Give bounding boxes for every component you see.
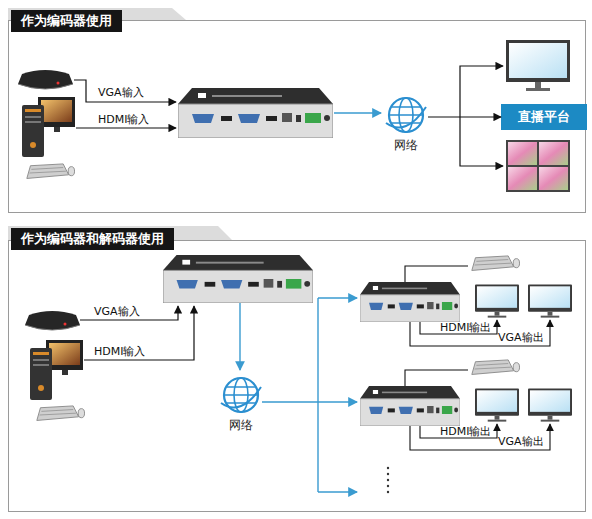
network-globe: 网络	[384, 93, 428, 155]
signal-label: VGA输出	[498, 435, 544, 448]
keyboard-icon	[27, 164, 75, 179]
input-wire	[80, 306, 178, 320]
more-dots	[387, 479, 389, 481]
output-monitor	[475, 284, 519, 317]
globe-orbit	[386, 107, 426, 127]
platform-label: 直播平台	[518, 108, 570, 126]
more-dots	[387, 467, 389, 493]
set-top-box	[25, 311, 80, 330]
video-wall	[508, 142, 537, 165]
stream-wire	[318, 491, 357, 492]
stream-wire	[334, 112, 381, 113]
encoder-device	[163, 255, 313, 303]
network-globe: 网络	[219, 373, 263, 435]
branch-wire	[460, 116, 503, 166]
keyboard-icon	[472, 360, 520, 375]
stream-wire	[318, 401, 357, 402]
globe-icon	[219, 373, 263, 417]
display-monitor	[509, 43, 567, 78]
video-wall	[506, 140, 570, 192]
platform-box: 直播平台	[501, 104, 587, 130]
panel-heading: 作为编码器使用	[11, 10, 122, 32]
signal-label: VGA输入	[98, 86, 144, 99]
output-monitor	[528, 284, 572, 317]
stream-wire	[318, 297, 357, 298]
more-dots	[387, 467, 389, 469]
decoder-device	[360, 282, 460, 322]
input-wire	[84, 306, 194, 360]
signal-label: HDMI输出	[440, 425, 491, 438]
signal-label: VGA输入	[94, 305, 140, 318]
usb-wire	[405, 266, 468, 282]
stream-wire	[262, 298, 318, 492]
display-monitor	[506, 40, 570, 82]
input-wire	[76, 127, 176, 128]
keyboard-icon	[472, 256, 520, 271]
edge-connector	[428, 116, 501, 117]
globe-latitude	[224, 387, 258, 403]
output-monitor	[475, 388, 519, 421]
output-monitor	[528, 388, 572, 421]
display-monitor	[526, 88, 550, 91]
input-wire	[74, 80, 176, 102]
globe-icon	[384, 93, 428, 137]
set-top-box	[18, 70, 73, 89]
signal-label: VGA输出	[498, 331, 544, 344]
keyboard-icon	[37, 406, 85, 421]
pc-icon	[22, 97, 75, 157]
decoder-device	[360, 386, 460, 426]
more-dots	[387, 485, 389, 487]
video-wall	[506, 140, 570, 192]
display-monitor	[506, 40, 570, 91]
video-wall	[539, 167, 568, 190]
encoder-device	[178, 88, 333, 138]
globe-latitude	[389, 107, 423, 123]
network-label: 网络	[219, 417, 263, 433]
output-wire	[420, 424, 497, 438]
video-wall	[508, 167, 537, 190]
panel-frame: 作为编码器使用网络直播平台	[8, 20, 586, 213]
more-dots	[387, 473, 389, 475]
video-wall	[539, 142, 568, 165]
output-wire	[420, 320, 497, 334]
panel-heading: 作为编码器和解码器使用	[11, 228, 174, 250]
output-wire	[410, 320, 550, 346]
display-monitor	[535, 82, 541, 88]
branch-wire	[460, 66, 503, 116]
more-dots	[387, 491, 389, 493]
globe-orbit	[221, 387, 261, 407]
pc-icon	[30, 340, 83, 400]
signal-label: HDMI输出	[440, 321, 491, 334]
usb-wire	[405, 370, 468, 386]
output-wire	[410, 424, 550, 450]
stream-wire	[239, 303, 240, 370]
network-label: 网络	[384, 137, 428, 153]
signal-label: HDMI输入	[98, 113, 149, 126]
panel-frame: 作为编码器和解码器使用网络	[8, 240, 586, 512]
signal-label: HDMI输入	[94, 345, 145, 358]
